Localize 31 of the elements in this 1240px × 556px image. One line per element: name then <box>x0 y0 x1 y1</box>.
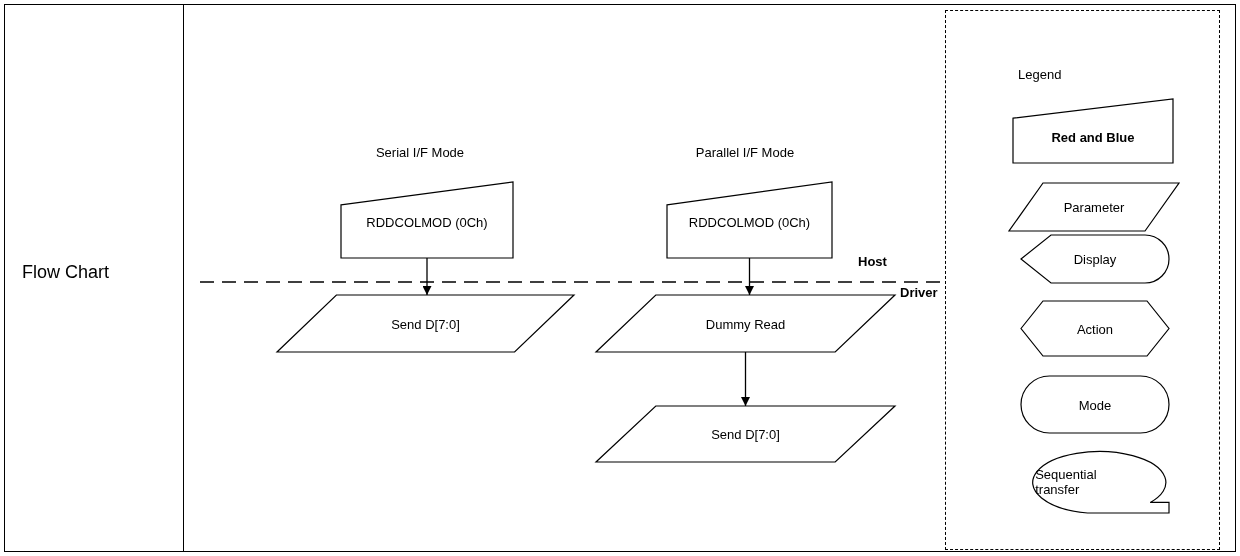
legend-panel <box>945 10 1220 550</box>
node-text: Display <box>1073 251 1117 267</box>
column-heading: Parallel I/F Mode <box>695 145 795 160</box>
rounded-shape <box>1021 376 1169 433</box>
boundary-label: Driver <box>900 285 938 300</box>
node-text: Dummy Read <box>705 316 786 331</box>
parallelogram-shape <box>596 295 895 352</box>
manual-input-shape <box>667 182 832 258</box>
node-text: Send D[7:0] <box>711 426 780 442</box>
manual-input-shape <box>1013 99 1173 163</box>
manual-input-shape <box>341 182 513 258</box>
node-text: Mode <box>1078 397 1112 412</box>
arrow <box>745 257 754 296</box>
arrow <box>741 351 750 407</box>
node-text: RDDCOLMOD (0Ch) <box>688 214 811 230</box>
column-heading: Serial I/F Mode <box>375 145 465 160</box>
display-shape <box>1021 235 1169 283</box>
parallelogram-shape <box>1009 183 1179 231</box>
hexagon-shape <box>1021 301 1169 356</box>
row-heading: Flow Chart <box>22 262 110 283</box>
boundary-label: Host <box>858 254 887 269</box>
node-text: Red and Blue <box>1051 129 1135 145</box>
parallelogram-shape <box>277 295 574 352</box>
node-text: Send D[7:0] <box>391 316 460 331</box>
legend-title: Legend <box>1018 67 1062 82</box>
arrow <box>422 257 432 296</box>
parallelogram-shape <box>596 406 895 462</box>
node-text: RDDCOLMOD (0Ch) <box>366 214 488 230</box>
node-text: Sequential transfer <box>1035 467 1098 497</box>
node-text: Action <box>1076 321 1114 336</box>
node-text: Parameter <box>1063 199 1125 215</box>
